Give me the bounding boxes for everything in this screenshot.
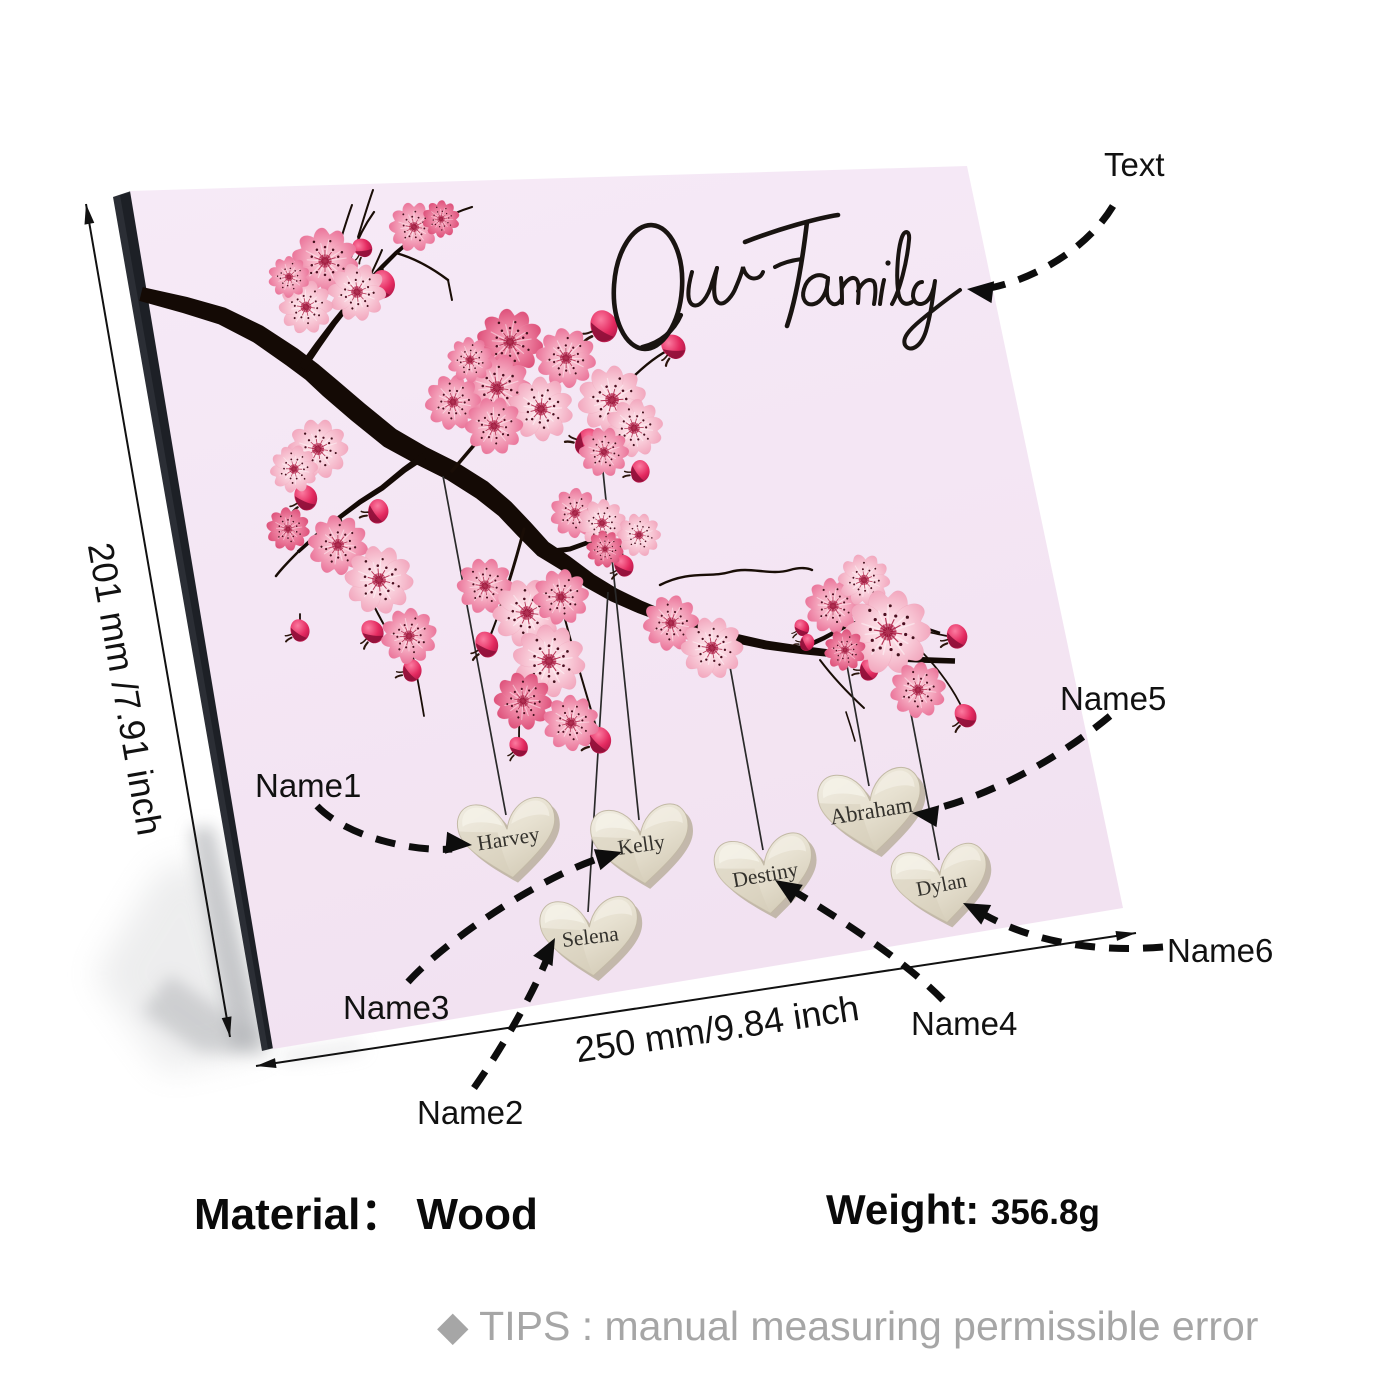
svg-text:201 mm /7.91 inch: 201 mm /7.91 inch (80, 539, 171, 838)
svg-text:Name6: Name6 (1167, 932, 1273, 969)
svg-text:Weight: 356.8g: Weight: 356.8g (826, 1186, 1100, 1233)
svg-text:Name3: Name3 (343, 989, 449, 1026)
svg-text:Name2: Name2 (417, 1094, 523, 1131)
svg-text:250 mm/9.84 inch: 250 mm/9.84 inch (573, 987, 862, 1070)
svg-text:◆ TIPS : manual measuring perm: ◆ TIPS : manual measuring permissible er… (437, 1303, 1258, 1349)
svg-text:Material： Wood: Material： Wood (194, 1190, 538, 1239)
svg-text:Text: Text (1104, 146, 1165, 183)
svg-text:Name4: Name4 (911, 1005, 1017, 1042)
svg-text:Name1: Name1 (255, 767, 361, 804)
svg-text:Name5: Name5 (1060, 680, 1166, 717)
